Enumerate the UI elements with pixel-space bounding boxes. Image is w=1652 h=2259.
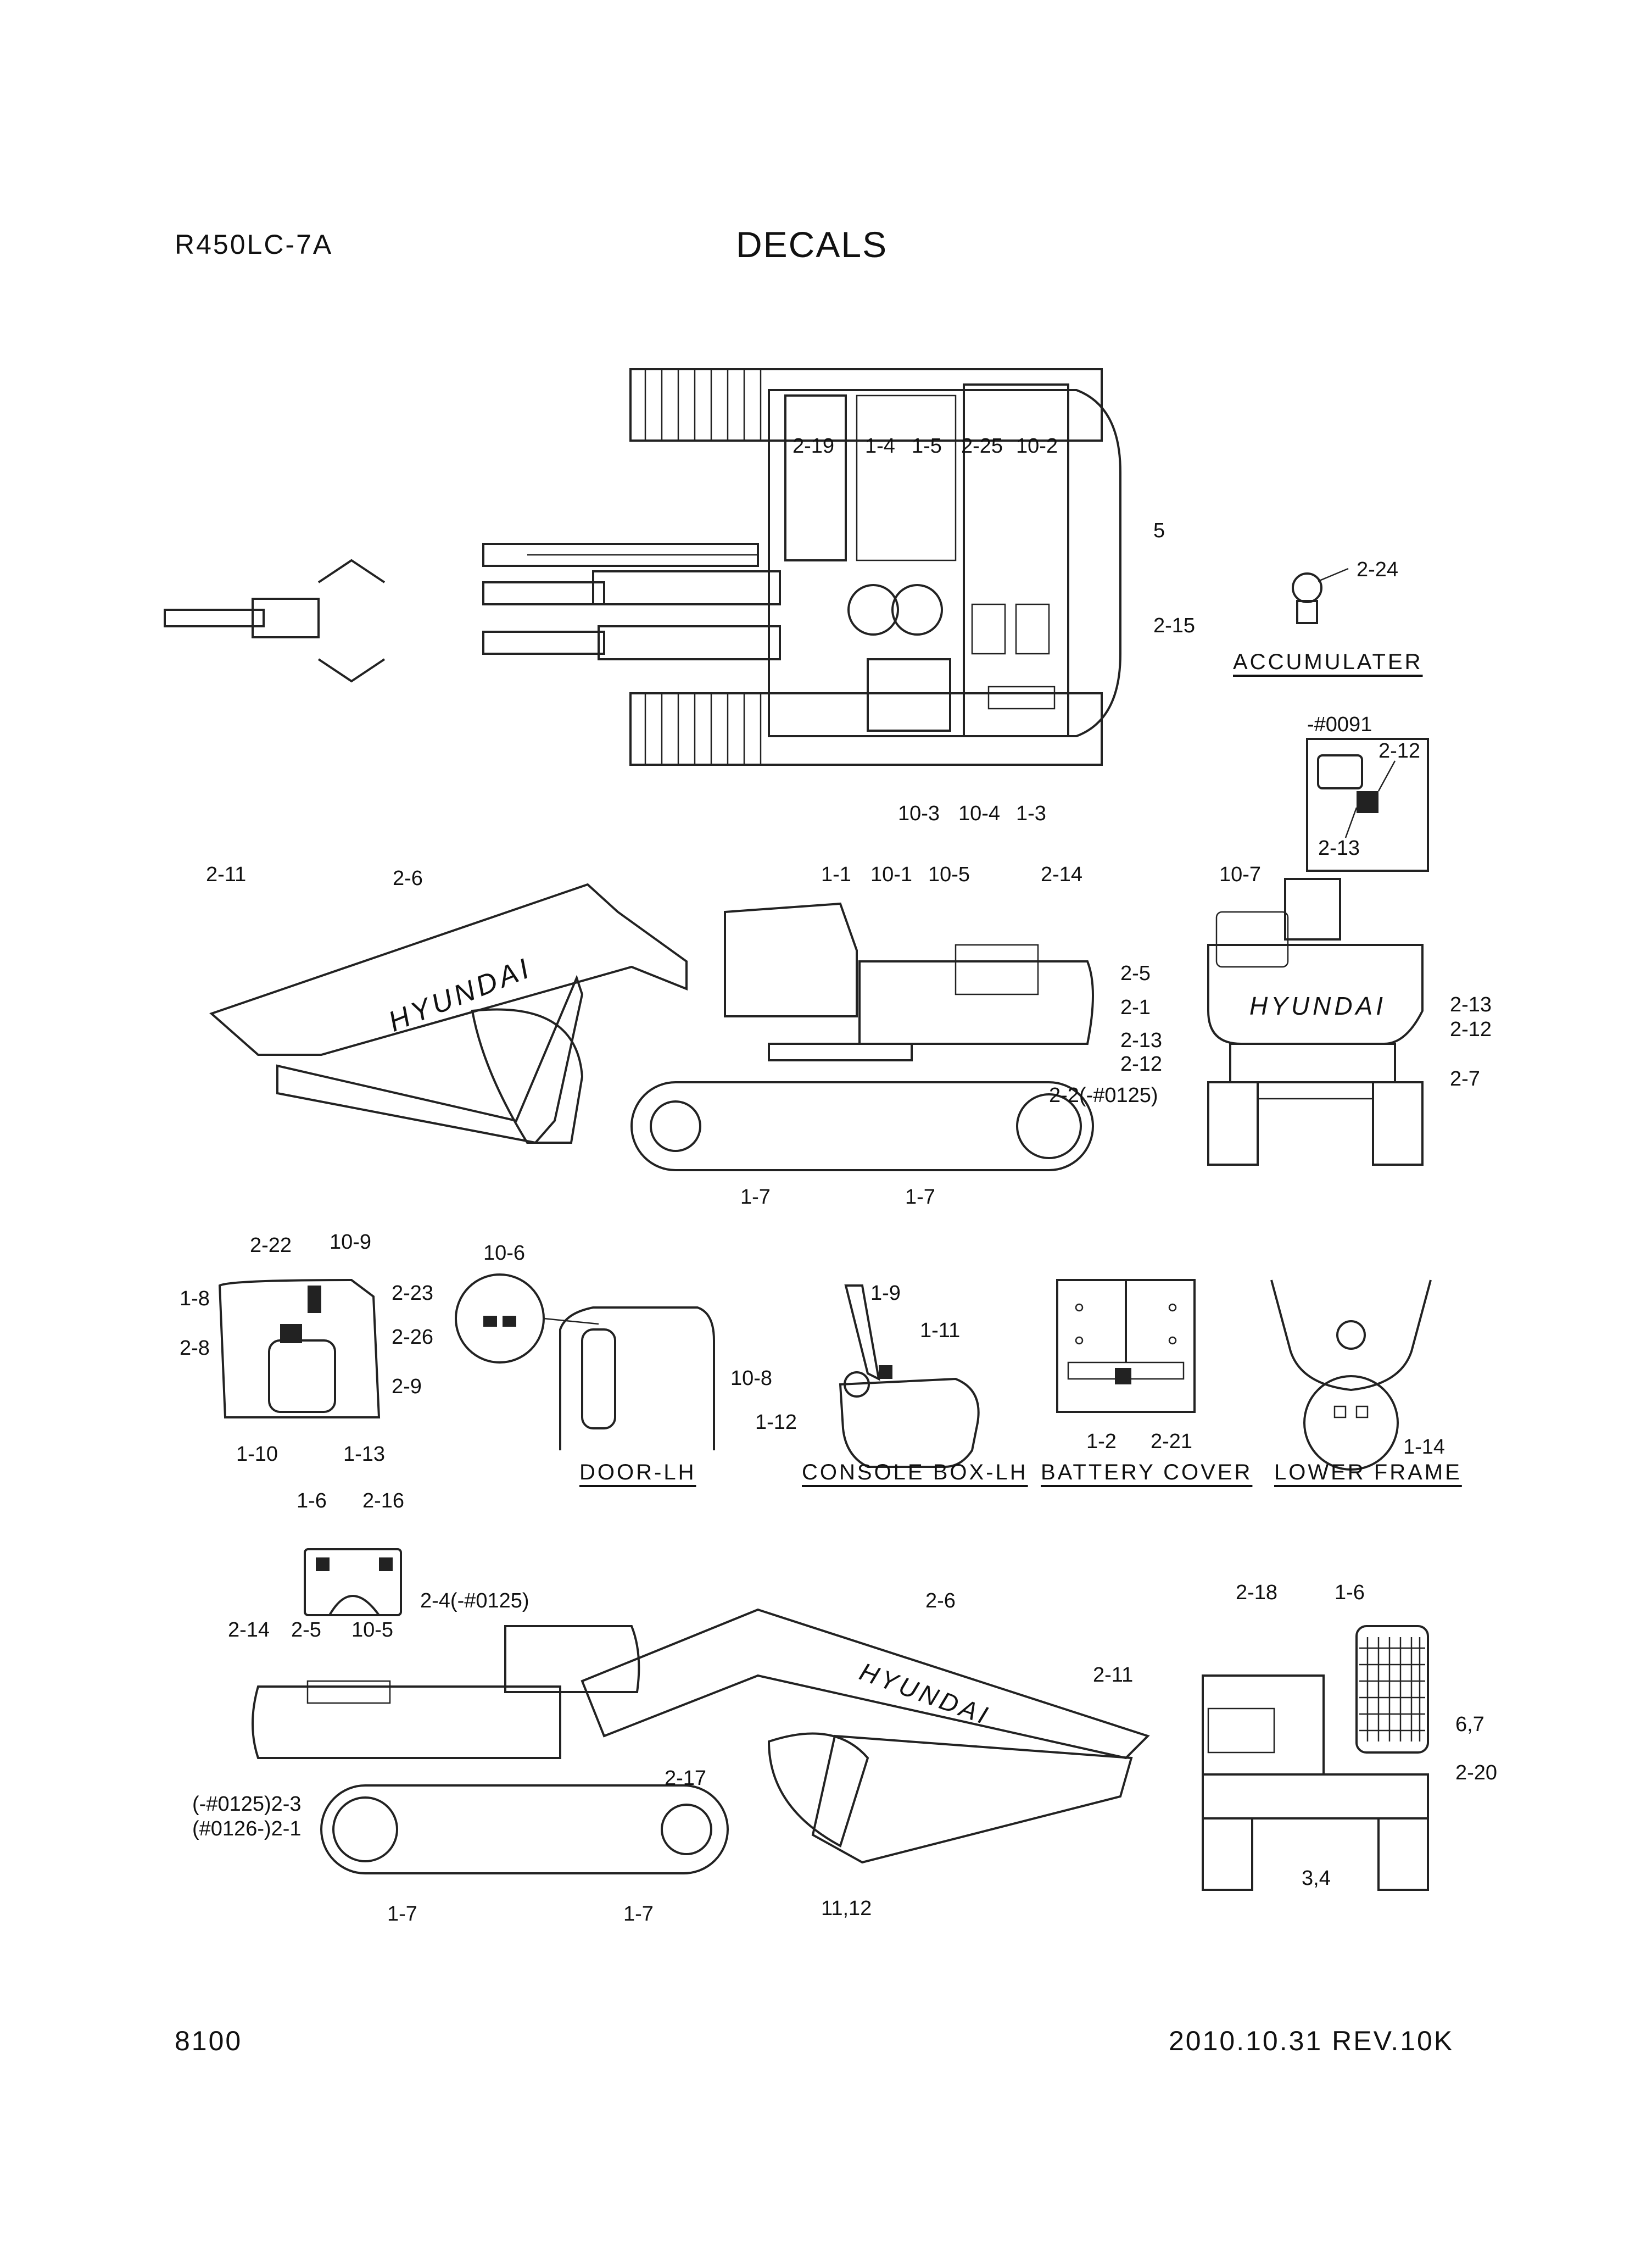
callout-label: 2-18	[1236, 1581, 1278, 1604]
callout-label: 2-14	[1041, 863, 1083, 886]
callout-label: 2-23	[392, 1282, 434, 1305]
callout-label: 2-11	[206, 863, 247, 886]
callout-label: 1-12	[755, 1411, 797, 1434]
callout-label: 1-5	[912, 435, 942, 458]
callout-label: (#0126-)2-1	[192, 1817, 302, 1840]
battery-cover-drawing	[1056, 1279, 1196, 1413]
callout-label: 1-3	[1016, 802, 1046, 825]
callout-label: 2-12	[1378, 739, 1421, 763]
callout-label: 1-7	[740, 1186, 771, 1209]
hood-detail-drawing	[304, 1548, 402, 1616]
callout-label: (-#0125)2-3	[192, 1793, 302, 1816]
counterweight-brand-marking: HYUNDAI	[1249, 992, 1387, 1020]
callout-label: 1-7	[623, 1902, 654, 1926]
callout-label: 1-8	[180, 1287, 210, 1310]
callout-label: 2-12	[1450, 1018, 1492, 1041]
callout-label: 2-8	[180, 1337, 210, 1360]
callout-label: 2-21	[1151, 1430, 1193, 1453]
callout-label: 1-2	[1086, 1430, 1117, 1453]
callout-label: -#0091	[1307, 713, 1372, 736]
callout-label: 3,4	[1302, 1867, 1331, 1890]
callout-label: 1-11	[920, 1319, 961, 1342]
caption-lower-frame: LOWER FRAME	[1274, 1460, 1462, 1484]
callout-label: 10-9	[330, 1231, 372, 1254]
callout-label: 1-7	[387, 1902, 417, 1926]
right-side-view-drawing	[252, 1608, 1150, 1874]
callout-label: 2-17	[665, 1767, 707, 1790]
callout-label: 1-14	[1403, 1435, 1446, 1459]
lower-frame-drawing	[1270, 1279, 1432, 1471]
callout-label: 1-6	[1335, 1581, 1365, 1604]
callout-label: 2-22	[250, 1234, 292, 1257]
callout-label: 2-9	[392, 1375, 422, 1398]
callout-label: 10-8	[730, 1367, 773, 1390]
callout-label: 6,7	[1455, 1713, 1484, 1736]
callout-label: 10-2	[1016, 435, 1058, 458]
left-side-view-drawing	[209, 883, 1094, 1171]
callout-label: 10-4	[958, 802, 1001, 825]
callout-label: 10-5	[351, 1618, 394, 1642]
callout-label: 2-7	[1450, 1067, 1480, 1090]
callout-label: 2-15	[1153, 614, 1196, 637]
callout-label: 1-7	[905, 1186, 935, 1209]
callout-label: 2-1	[1120, 996, 1151, 1019]
caption-accumulater: ACCUMULATER	[1233, 650, 1423, 674]
callout-label: 2-2(-#0125)	[1049, 1084, 1158, 1107]
callout-label: 2-25	[961, 435, 1003, 458]
callout-label: 2-14	[228, 1618, 270, 1642]
door-detail-drawing	[455, 1273, 715, 1450]
caption-console-box-lh: CONSOLE BOX-LH	[802, 1460, 1028, 1484]
rear-view-drawing	[1207, 878, 1424, 1166]
serial-detail-drawing	[1306, 738, 1429, 872]
callout-label: 1-9	[870, 1282, 901, 1305]
accumulator-drawing	[1292, 567, 1349, 624]
callout-label: 10-3	[898, 802, 940, 825]
callout-label: 11,12	[821, 1897, 872, 1920]
callout-label: 1-6	[297, 1489, 327, 1512]
revision-stamp: 2010.10.31 REV.10K	[1169, 2026, 1454, 2056]
callout-label: 5	[1153, 519, 1165, 542]
caption-door-lh: DOOR-LH	[579, 1460, 696, 1484]
console-box-drawing	[839, 1284, 980, 1468]
callout-label: 1-4	[865, 435, 895, 458]
callout-label: 1-13	[343, 1443, 386, 1466]
callout-label: 2-19	[792, 435, 835, 458]
page-title: DECALS	[736, 224, 888, 265]
callout-label: 2-6	[925, 1589, 956, 1612]
page-number: 8100	[175, 2026, 243, 2056]
callout-label: 2-20	[1455, 1761, 1498, 1784]
cab-interior-drawing	[218, 1278, 381, 1418]
callout-label: 2-13	[1318, 837, 1360, 860]
model-number: R450LC-7A	[175, 229, 333, 260]
callout-label: 2-13	[1450, 993, 1492, 1016]
callout-label: 2-6	[393, 867, 423, 890]
callout-label: 2-4(-#0125)	[420, 1589, 529, 1612]
callout-label: 2-11	[1093, 1663, 1134, 1687]
callout-label: 10-7	[1219, 863, 1262, 886]
callout-label: 2-26	[392, 1326, 434, 1349]
callout-label: 2-13	[1120, 1029, 1163, 1052]
callout-label: 2-12	[1120, 1053, 1163, 1076]
callout-label: 10-5	[928, 863, 970, 886]
caption-battery-cover: BATTERY COVER	[1041, 1460, 1253, 1484]
callout-label: 1-10	[236, 1443, 278, 1466]
top-view-drawing	[164, 368, 1121, 766]
callout-label: 1-1	[821, 863, 851, 886]
callout-label: 2-16	[362, 1489, 405, 1512]
callout-label: 2-5	[291, 1618, 321, 1642]
callout-label: 10-1	[870, 863, 913, 886]
callout-label: 10-6	[483, 1242, 526, 1265]
callout-label: 2-24	[1357, 558, 1399, 581]
rear-cab-view-drawing	[1202, 1625, 1429, 1891]
callout-label: 2-5	[1120, 962, 1151, 985]
